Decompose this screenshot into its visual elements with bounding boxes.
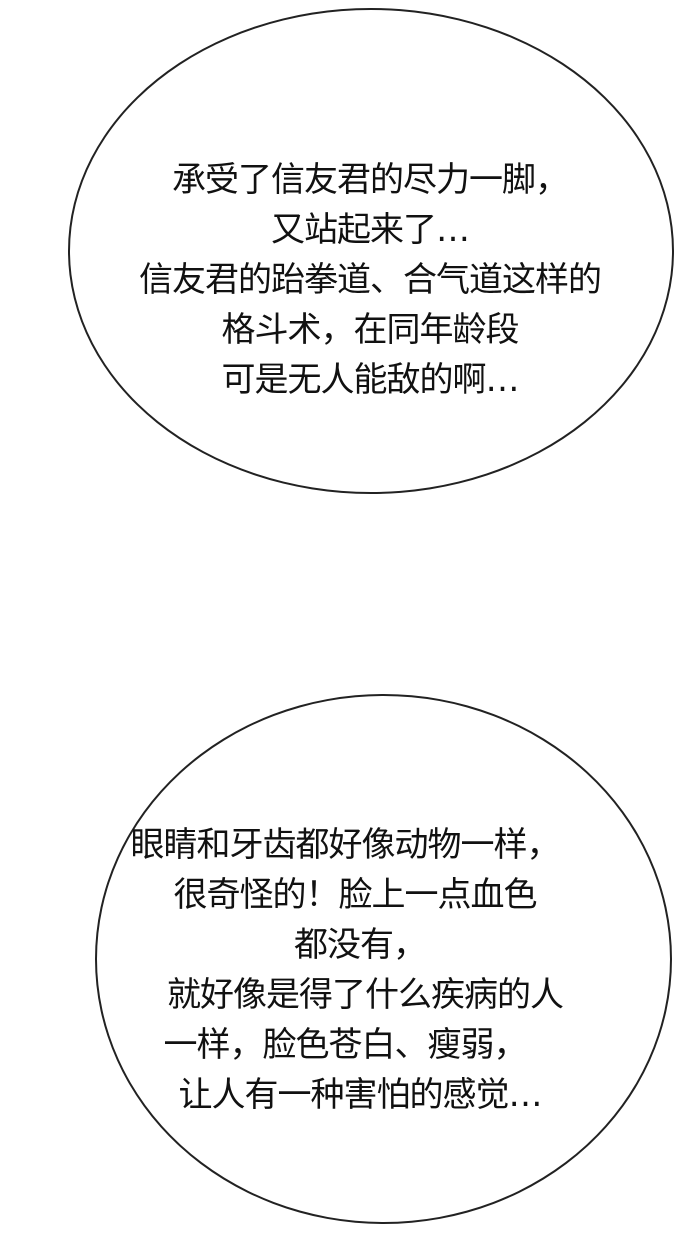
speech-bubble-1-text: 承受了信友君的尽力一脚， 又站起来了… 信友君的跆拳道、合气道这样的 格斗术，在… <box>40 155 700 405</box>
speech-bubble-1 <box>68 8 674 494</box>
bubble-line: 信友君的跆拳道、合气道这样的 <box>139 260 602 300</box>
speech-bubble-2-text: 眼睛和牙齿都好像动物一样， 很奇怪的！脸上一点血色 都没有， 就好像是得了什么疾… <box>50 820 700 1120</box>
bubble-line: 一样，脸色苍白、瘦弱， <box>163 1025 528 1065</box>
bubble-line: 让人有一种害怕的感觉… <box>178 1075 543 1115</box>
bubble-line: 眼睛和牙齿都好像动物一样， <box>130 825 561 865</box>
bubble-line: 很奇怪的！脸上一点血色 <box>173 875 538 915</box>
bubble-line: 格斗术，在同年龄段 <box>221 310 520 350</box>
bubble-line: 可是无人能敌的啊… <box>221 360 520 400</box>
speech-bubble-2 <box>95 694 672 1224</box>
bubble-line: 又站起来了… <box>271 210 470 250</box>
bubble-line: 都没有， <box>294 925 427 965</box>
bubble-line: 就好像是得了什么疾病的人 <box>167 975 564 1015</box>
bubble-line: 承受了信友君的尽力一脚， <box>172 160 569 200</box>
